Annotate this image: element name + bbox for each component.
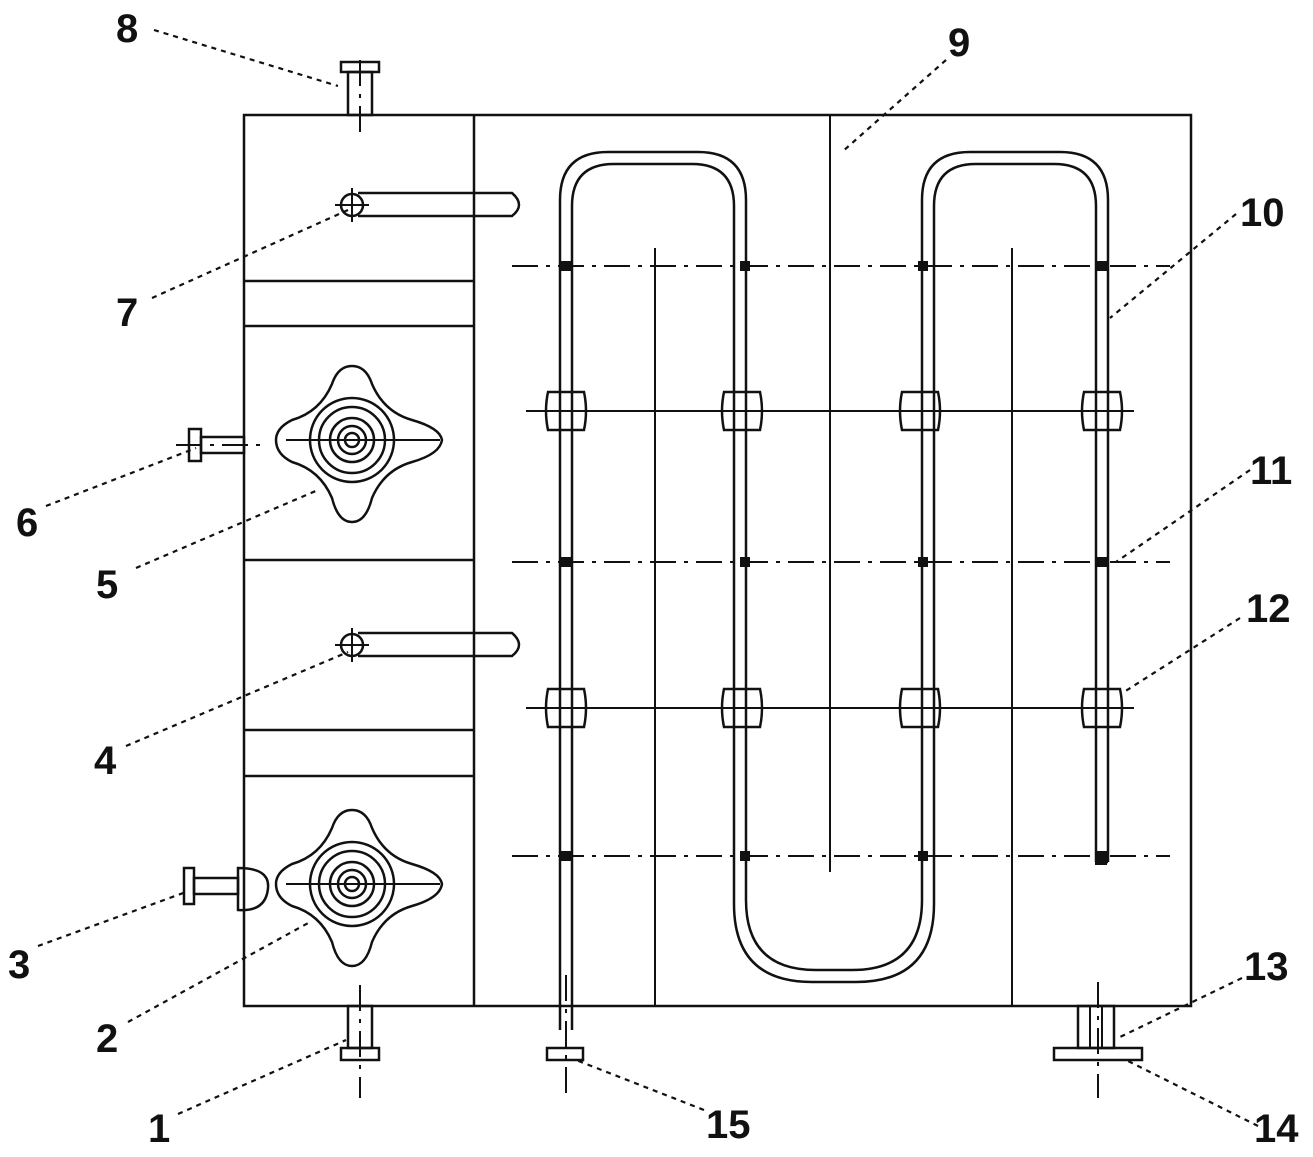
label-4: 4 — [94, 739, 117, 783]
label-10: 10 — [1240, 191, 1285, 235]
label-11: 11 — [1250, 449, 1292, 493]
heater-rod-upper — [335, 188, 521, 222]
label-5: 5 — [96, 563, 118, 607]
label-3: 3 — [8, 943, 30, 987]
top-pipe — [339, 60, 381, 135]
ball-joints — [544, 390, 1124, 729]
coil-inlet — [545, 975, 585, 1095]
small-nodes — [561, 261, 1107, 865]
dash-dot-grid — [512, 265, 1170, 857]
label-1: 1 — [148, 1107, 170, 1151]
bottom-right-drain — [1052, 982, 1144, 1098]
star-knob-upper — [274, 364, 444, 524]
heater-rod-lower — [335, 628, 521, 662]
serpentine-coil — [558, 150, 1110, 1030]
leader-lines — [37, 28, 1259, 1127]
ball-lines — [526, 410, 1134, 709]
label-14: 14 — [1254, 1107, 1299, 1151]
label-6: 6 — [16, 501, 38, 545]
bottom-left-pipe — [339, 985, 381, 1098]
label-15: 15 — [706, 1103, 751, 1147]
label-13: 13 — [1244, 945, 1289, 989]
label-2: 2 — [96, 1017, 118, 1061]
interior-vertical-lines — [654, 115, 1013, 1006]
label-12: 12 — [1246, 587, 1291, 631]
side-pipe — [176, 427, 262, 463]
label-7: 7 — [116, 291, 138, 335]
left-compartment-dividers — [244, 279, 474, 778]
side-fitting — [182, 866, 270, 912]
star-knob-lower — [274, 808, 444, 968]
label-9: 9 — [948, 21, 970, 65]
label-8: 8 — [116, 7, 138, 51]
